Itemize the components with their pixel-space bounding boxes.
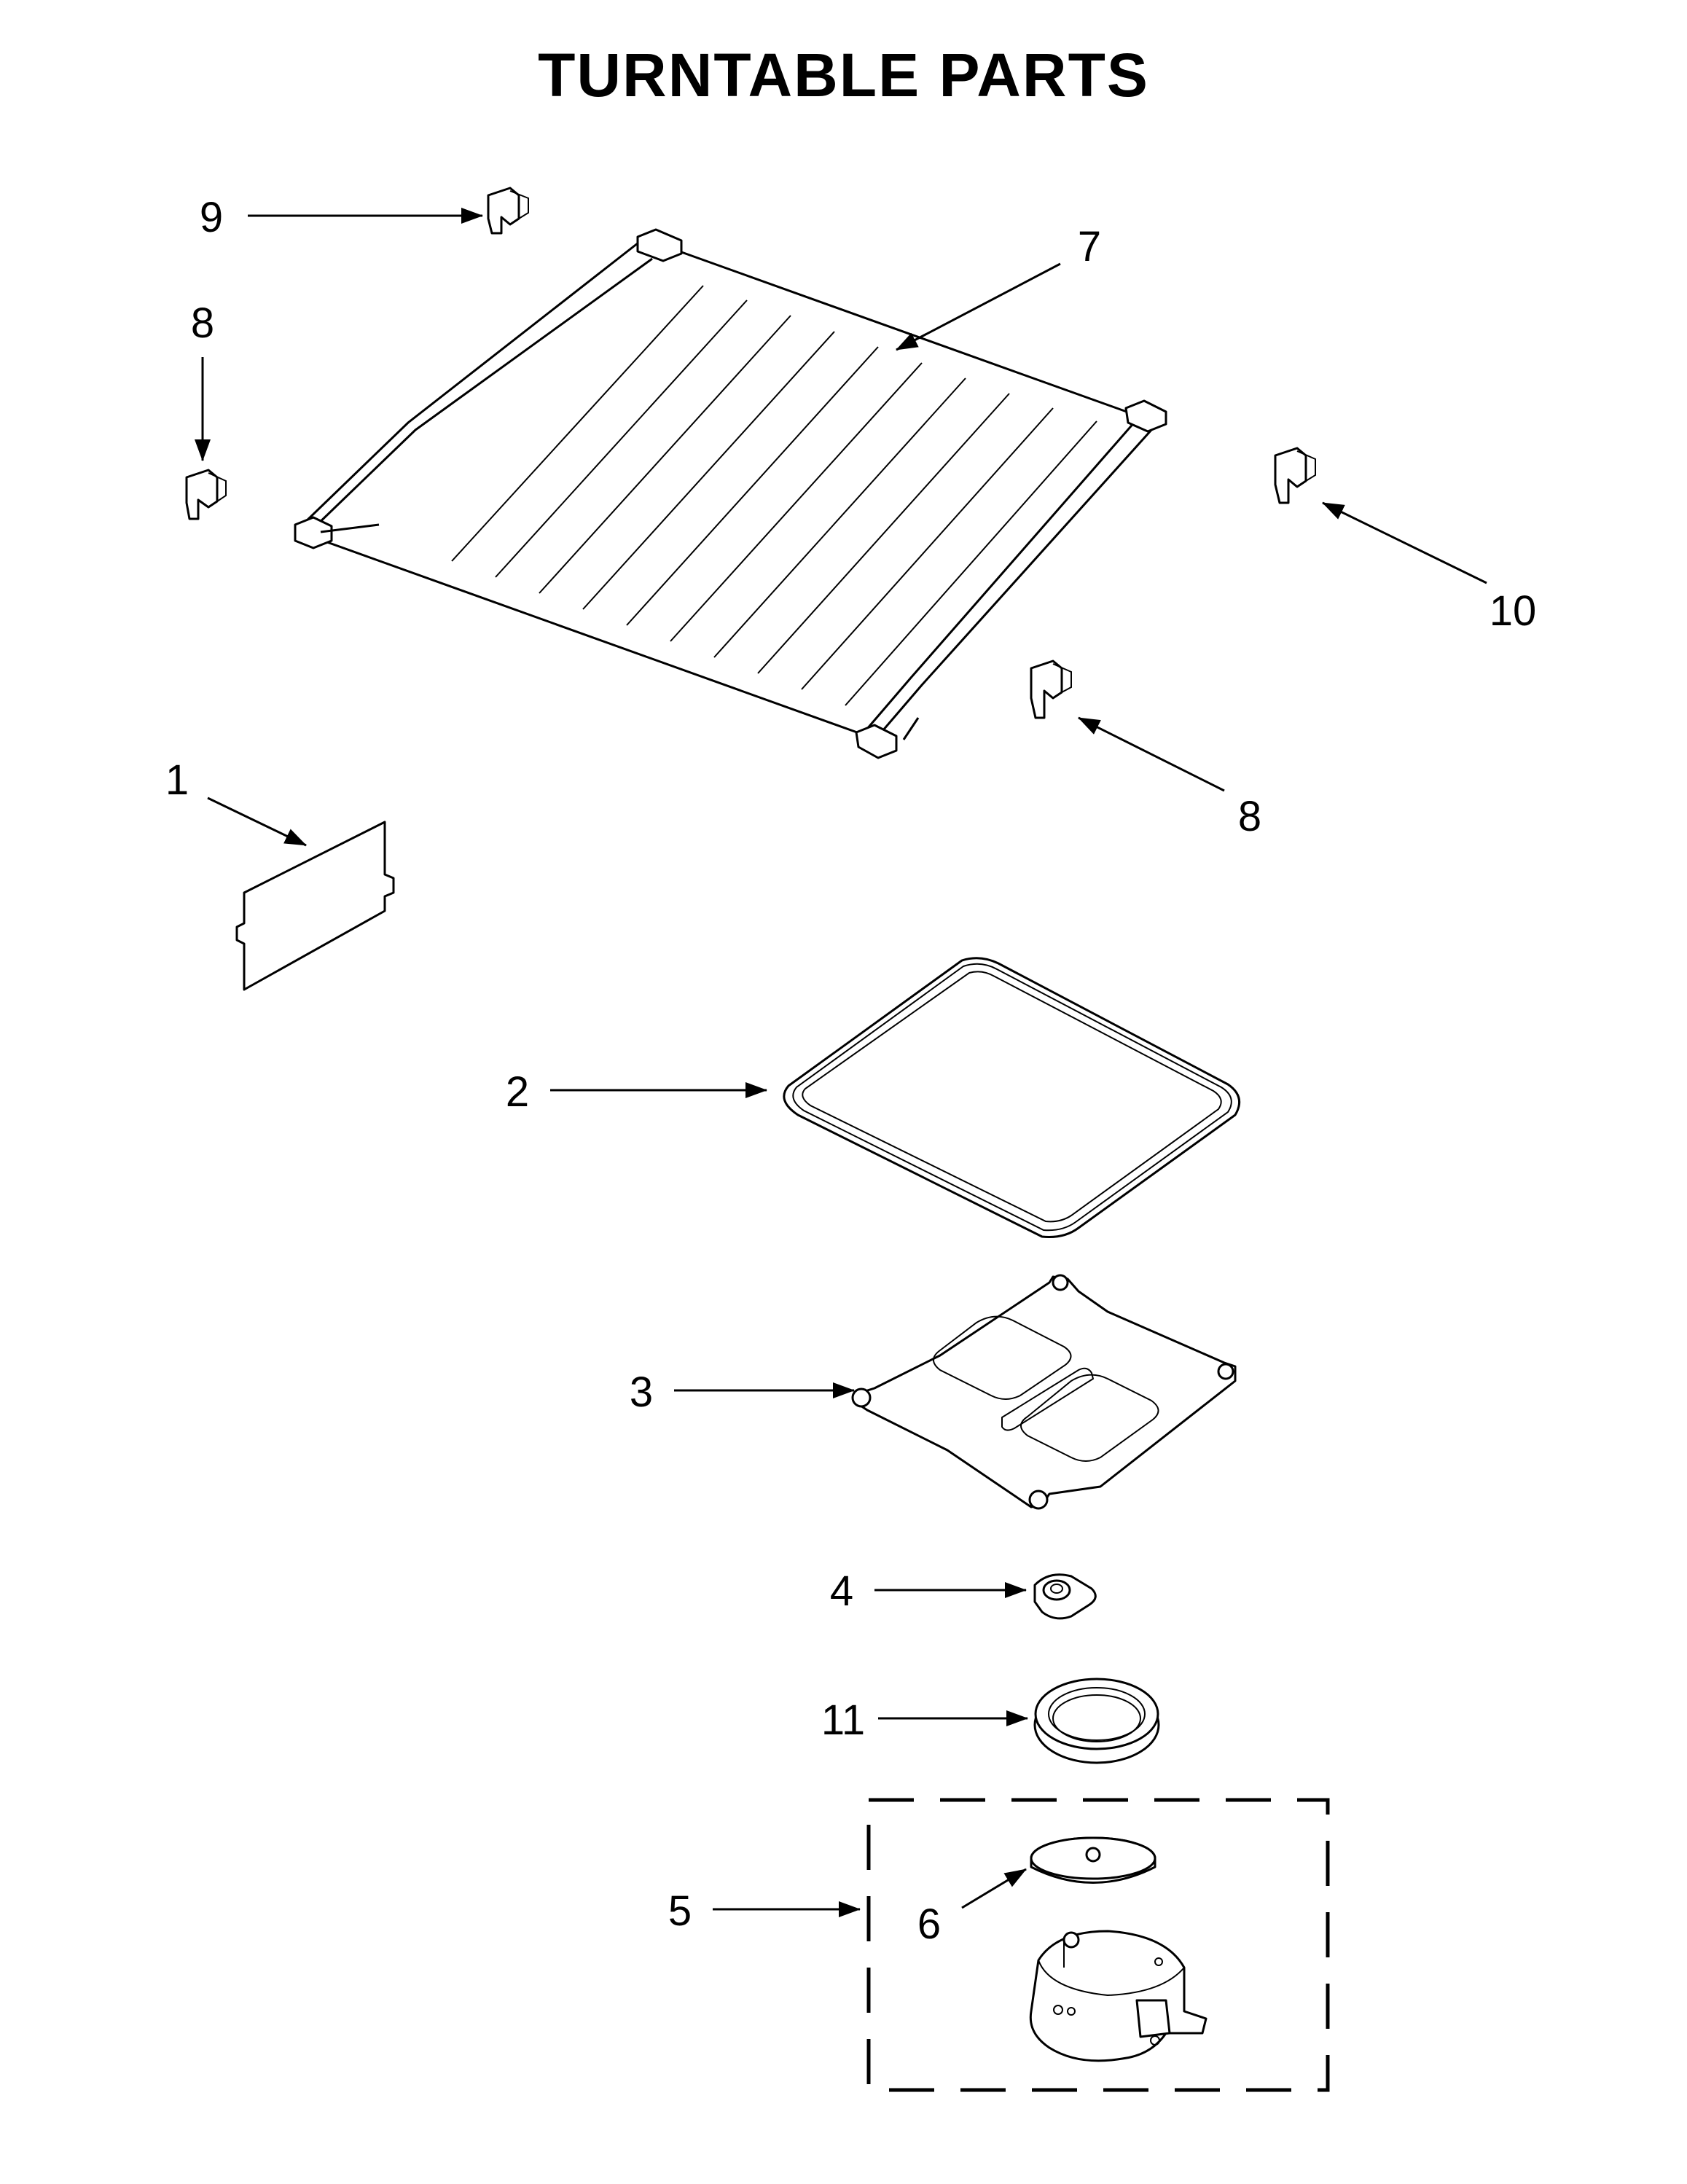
callout-3: 3 xyxy=(630,1369,653,1416)
roller-ring xyxy=(1033,1678,1160,1764)
callout-6: 6 xyxy=(917,1901,941,1948)
turntable-hub xyxy=(1030,1836,1156,1884)
clip-part-10 xyxy=(1274,447,1316,504)
coupler xyxy=(1033,1573,1097,1620)
callout-10: 10 xyxy=(1490,587,1537,635)
callout-5: 5 xyxy=(668,1887,692,1935)
callout-1: 1 xyxy=(165,756,189,804)
page-title: TURNTABLE PARTS xyxy=(538,41,1149,109)
callout-8-left: 8 xyxy=(191,300,214,347)
assembly-boundary xyxy=(866,1798,1330,2092)
turntable-support xyxy=(851,1274,1237,1510)
clip-part-8-left xyxy=(185,469,227,520)
callout-2: 2 xyxy=(506,1068,529,1116)
gasket-ring xyxy=(783,957,1241,1238)
callout-7: 7 xyxy=(1078,223,1101,270)
oven-rack xyxy=(294,228,1167,759)
callout-11: 11 xyxy=(821,1696,865,1744)
turntable-motor xyxy=(1029,1930,1207,2062)
clip-part-8-bottom xyxy=(1030,659,1072,719)
callout-4: 4 xyxy=(830,1567,853,1615)
cover-plate xyxy=(235,821,395,991)
callout-8-bottom: 8 xyxy=(1238,793,1261,840)
callout-9: 9 xyxy=(200,194,223,241)
clip-part-9 xyxy=(487,187,529,235)
